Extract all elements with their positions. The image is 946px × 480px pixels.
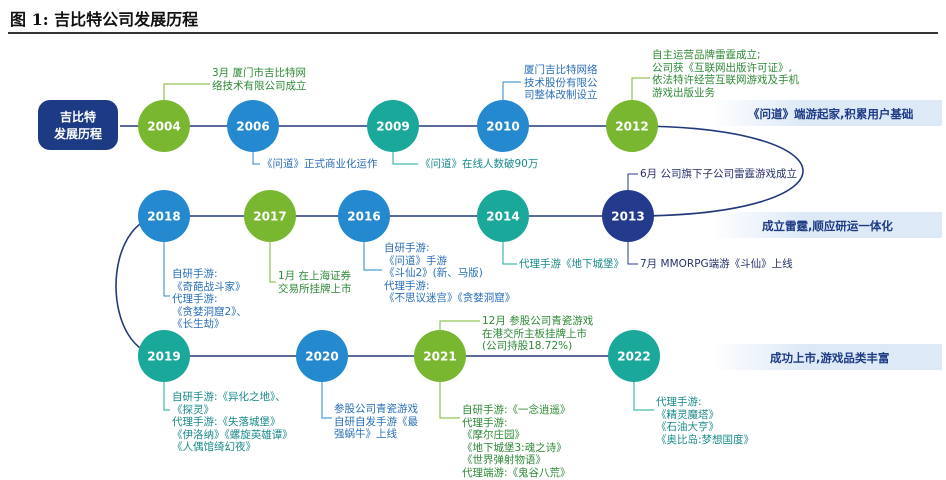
year-node-2018: 2018	[138, 190, 190, 242]
year-node-circle	[477, 190, 529, 242]
year-node-label: 2022	[617, 350, 650, 364]
theme-label-2: 成立雷霆,顺应研运一体化	[762, 219, 893, 233]
year-node-2019: 2019	[138, 330, 190, 382]
year-node-circle	[227, 100, 279, 152]
leader-line	[363, 242, 382, 271]
start-badge-line1: 吉比特	[60, 109, 96, 124]
year-node-2016: 2016	[338, 190, 390, 242]
year-node-2013: 2013	[602, 190, 654, 242]
annotation-2013-july: 7月 MMORPG端游《斗仙》上线	[640, 258, 793, 270]
year-node-label: 2012	[615, 120, 648, 134]
year-node-label: 2020	[305, 350, 338, 364]
leader-line	[252, 152, 260, 165]
theme-label-1: 《问道》端游起家,积累用户基础	[748, 107, 914, 121]
year-node-circle	[138, 190, 190, 242]
year-node-2022: 2022	[608, 330, 660, 382]
year-node-label: 2018	[147, 210, 180, 224]
leader-line	[633, 382, 654, 411]
year-node-label: 2017	[253, 210, 286, 224]
year-node-circle	[296, 330, 348, 382]
year-node-2004: 2004	[138, 100, 190, 152]
theme-band-1	[712, 100, 942, 126]
year-node-label: 2014	[486, 210, 519, 224]
annotation-2012: 自主运营品牌雷霆成立; 公司获《互联网出版许可证》, 依法特许经营互联网游戏及手…	[652, 49, 799, 99]
year-node-2010: 2010	[477, 100, 529, 152]
start-badge: 吉比特 发展历程	[38, 100, 118, 150]
annotation-2014: 代理手游《地下城堡》	[519, 258, 624, 270]
theme-label-3: 成功上市,游戏品类丰富	[770, 351, 890, 365]
annotation-2010: 厦门吉比特网络 技术股份有限公 司整体改制设立	[524, 64, 598, 101]
annotation-2020: 参股公司青瓷游戏 自研自发手游《最 强蜗牛》上线	[334, 403, 418, 440]
year-node-circle	[602, 190, 654, 242]
leader-line	[439, 320, 480, 330]
annotation-2009: 《问道》在线人数破90万	[420, 158, 539, 170]
leader-line	[163, 242, 170, 297]
year-node-circle	[338, 190, 390, 242]
year-node-label: 2009	[376, 120, 409, 134]
theme-band-2	[712, 212, 942, 238]
start-badge-line2: 发展历程	[53, 126, 102, 141]
annotation-2021-games: 自研手游:《一念逍遥》 代理手游: 《摩尔庄园》 《地下城堡3:魂之诗》 《世界…	[462, 404, 571, 479]
year-node-label: 2013	[611, 210, 644, 224]
title-divider	[8, 32, 938, 34]
leader-line	[163, 382, 170, 411]
figure-title: 图 1: 吉比特公司发展历程	[10, 10, 199, 29]
year-node-2014: 2014	[477, 190, 529, 242]
annotation-2013-june: 6月 公司旗下子公司雷霆游戏成立	[640, 168, 798, 180]
leader-line	[627, 242, 638, 265]
leader-line	[502, 81, 521, 100]
year-node-circle	[138, 330, 190, 382]
year-node-2020: 2020	[296, 330, 348, 382]
leader-line	[269, 242, 276, 283]
year-node-circle	[414, 330, 466, 382]
annotation-2017: 1月 在上海证券 交易所挂牌上市	[278, 270, 352, 295]
year-node-2009: 2009	[367, 100, 419, 152]
year-node-label: 2019	[147, 350, 180, 364]
leader-line	[627, 173, 638, 190]
theme-band-3	[712, 344, 942, 370]
leader-line	[439, 382, 460, 419]
year-node-2006: 2006	[227, 100, 279, 152]
year-node-2017: 2017	[244, 190, 296, 242]
year-node-circle	[608, 330, 660, 382]
timeline-path	[115, 125, 804, 357]
leader-line	[631, 77, 650, 100]
year-node-label: 2004	[147, 120, 180, 134]
year-node-label: 2006	[236, 120, 269, 134]
leader-line	[392, 152, 418, 165]
leader-line	[163, 83, 210, 100]
year-node-label: 2016	[347, 210, 380, 224]
annotation-2018: 自研手游: 《奇葩战斗家》 代理手游: 《贪婪洞窟2》、 《长生劫》	[172, 268, 247, 330]
annotation-2016: 自研手游: 《问道》手游 《斗仙2》(新、马版) 代理手游: 《不思议迷宫》《贪…	[384, 242, 516, 304]
year-node-2012: 2012	[606, 100, 658, 152]
year-node-label: 2021	[423, 350, 456, 364]
leader-line	[321, 382, 332, 419]
annotation-2022: 代理手游: 《精灵魔塔》 《石油大亨》 《奥比岛:梦想国度》	[656, 396, 755, 446]
annotation-2006: 《问道》正式商业化运作	[262, 158, 378, 170]
year-node-circle	[138, 100, 190, 152]
year-node-2021: 2021	[414, 330, 466, 382]
year-node-circle	[367, 100, 419, 152]
year-node-circle	[477, 100, 529, 152]
year-node-circle	[244, 190, 296, 242]
year-node-circle	[606, 100, 658, 152]
annotation-2004: 3月 厦门市吉比特网 络技术有限公司成立	[212, 67, 307, 92]
annotation-2021-ipo: 12月 参股公司青瓷游戏 在港交所主板挂牌上市 (公司持股18.72%)	[482, 315, 594, 352]
annotation-2019: 自研手游:《异化之地》、 《探灵》 代理手游:《失落城堡》 《伊洛纳》《螺旋英雄…	[172, 391, 293, 453]
leader-line	[502, 242, 517, 265]
year-node-label: 2010	[486, 120, 519, 134]
